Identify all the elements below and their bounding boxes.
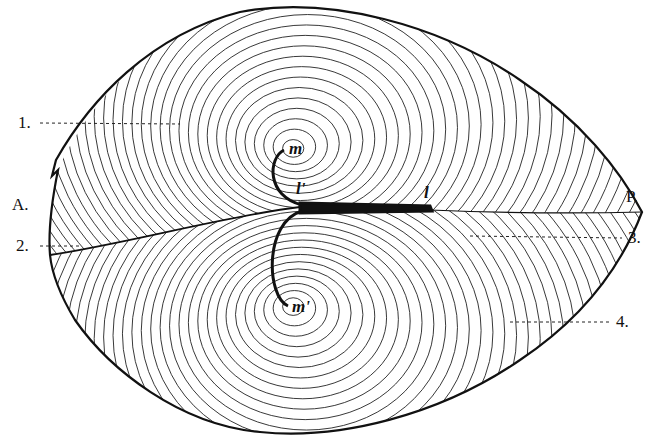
growth-line (235, 87, 362, 193)
growth-line (160, 204, 457, 438)
growth-line (264, 283, 328, 336)
shell-outline (49, 7, 642, 433)
callout-number: A. (12, 196, 29, 213)
growth-line (188, 35, 422, 229)
callout-number: 2. (16, 237, 29, 254)
growth-line (217, 247, 387, 388)
growth-line (104, 0, 529, 294)
growth-line (226, 77, 375, 200)
growth-line (217, 67, 387, 208)
growth-line (198, 46, 410, 222)
leader-lines (40, 123, 622, 322)
growth-line (113, 168, 517, 438)
growth-line (85, 0, 552, 309)
part-letter: l (424, 184, 429, 201)
growth-line (75, 139, 564, 438)
growth-line (47, 0, 599, 338)
umbo-line (272, 211, 302, 306)
growth-line (47, 117, 599, 438)
growth-line (179, 218, 434, 430)
growth-line (188, 226, 422, 420)
growth-line (66, 0, 576, 323)
growth-line (254, 276, 339, 347)
growth-line (0, 60, 662, 438)
growth-line (122, 175, 504, 438)
growth-line (0, 67, 662, 438)
valve-margin (430, 210, 642, 213)
callout-number: P. (626, 188, 638, 205)
growth-line (151, 0, 470, 258)
callout-number: 4. (616, 313, 629, 330)
growth-line (0, 0, 658, 374)
callout-number: 1. (18, 114, 31, 131)
growth-line (38, 110, 611, 438)
growth-line (179, 25, 434, 237)
growth-line (160, 4, 457, 251)
growth-line (132, 182, 493, 438)
part-letter: m' (292, 298, 310, 315)
part-letter: m (289, 140, 302, 157)
growth-line (9, 0, 646, 367)
growth-line (38, 0, 611, 345)
callout-number: 3. (628, 229, 641, 246)
growth-line (273, 129, 315, 164)
growth-line (0, 0, 662, 395)
growth-line (245, 98, 351, 186)
growth-lines (0, 60, 662, 438)
growth-line (0, 81, 658, 438)
growth-line (283, 140, 304, 158)
growth-line (0, 0, 662, 388)
growth-line (94, 153, 540, 438)
growth-line (170, 15, 446, 244)
growth-line (226, 254, 375, 377)
growth-line (151, 197, 470, 438)
growth-line (170, 211, 446, 438)
growth-line (254, 108, 339, 179)
valve-margin (50, 207, 300, 255)
growth-line (57, 125, 588, 438)
growth-line (9, 88, 646, 438)
growth-line (245, 269, 351, 357)
growth-line (0, 74, 662, 438)
growth-lines (0, 0, 662, 395)
growth-line (235, 262, 362, 368)
growth-line (66, 132, 576, 438)
growth-line (198, 233, 410, 409)
growth-line (57, 0, 588, 331)
growth-line (122, 0, 504, 280)
ligament (300, 203, 432, 213)
growth-line (207, 240, 398, 399)
growth-line (207, 56, 398, 215)
part-letter: l' (296, 180, 305, 197)
growth-line (28, 103, 623, 438)
growth-line (19, 0, 635, 359)
growth-line (19, 96, 635, 438)
growth-line (104, 161, 529, 438)
growth-line (132, 0, 493, 273)
